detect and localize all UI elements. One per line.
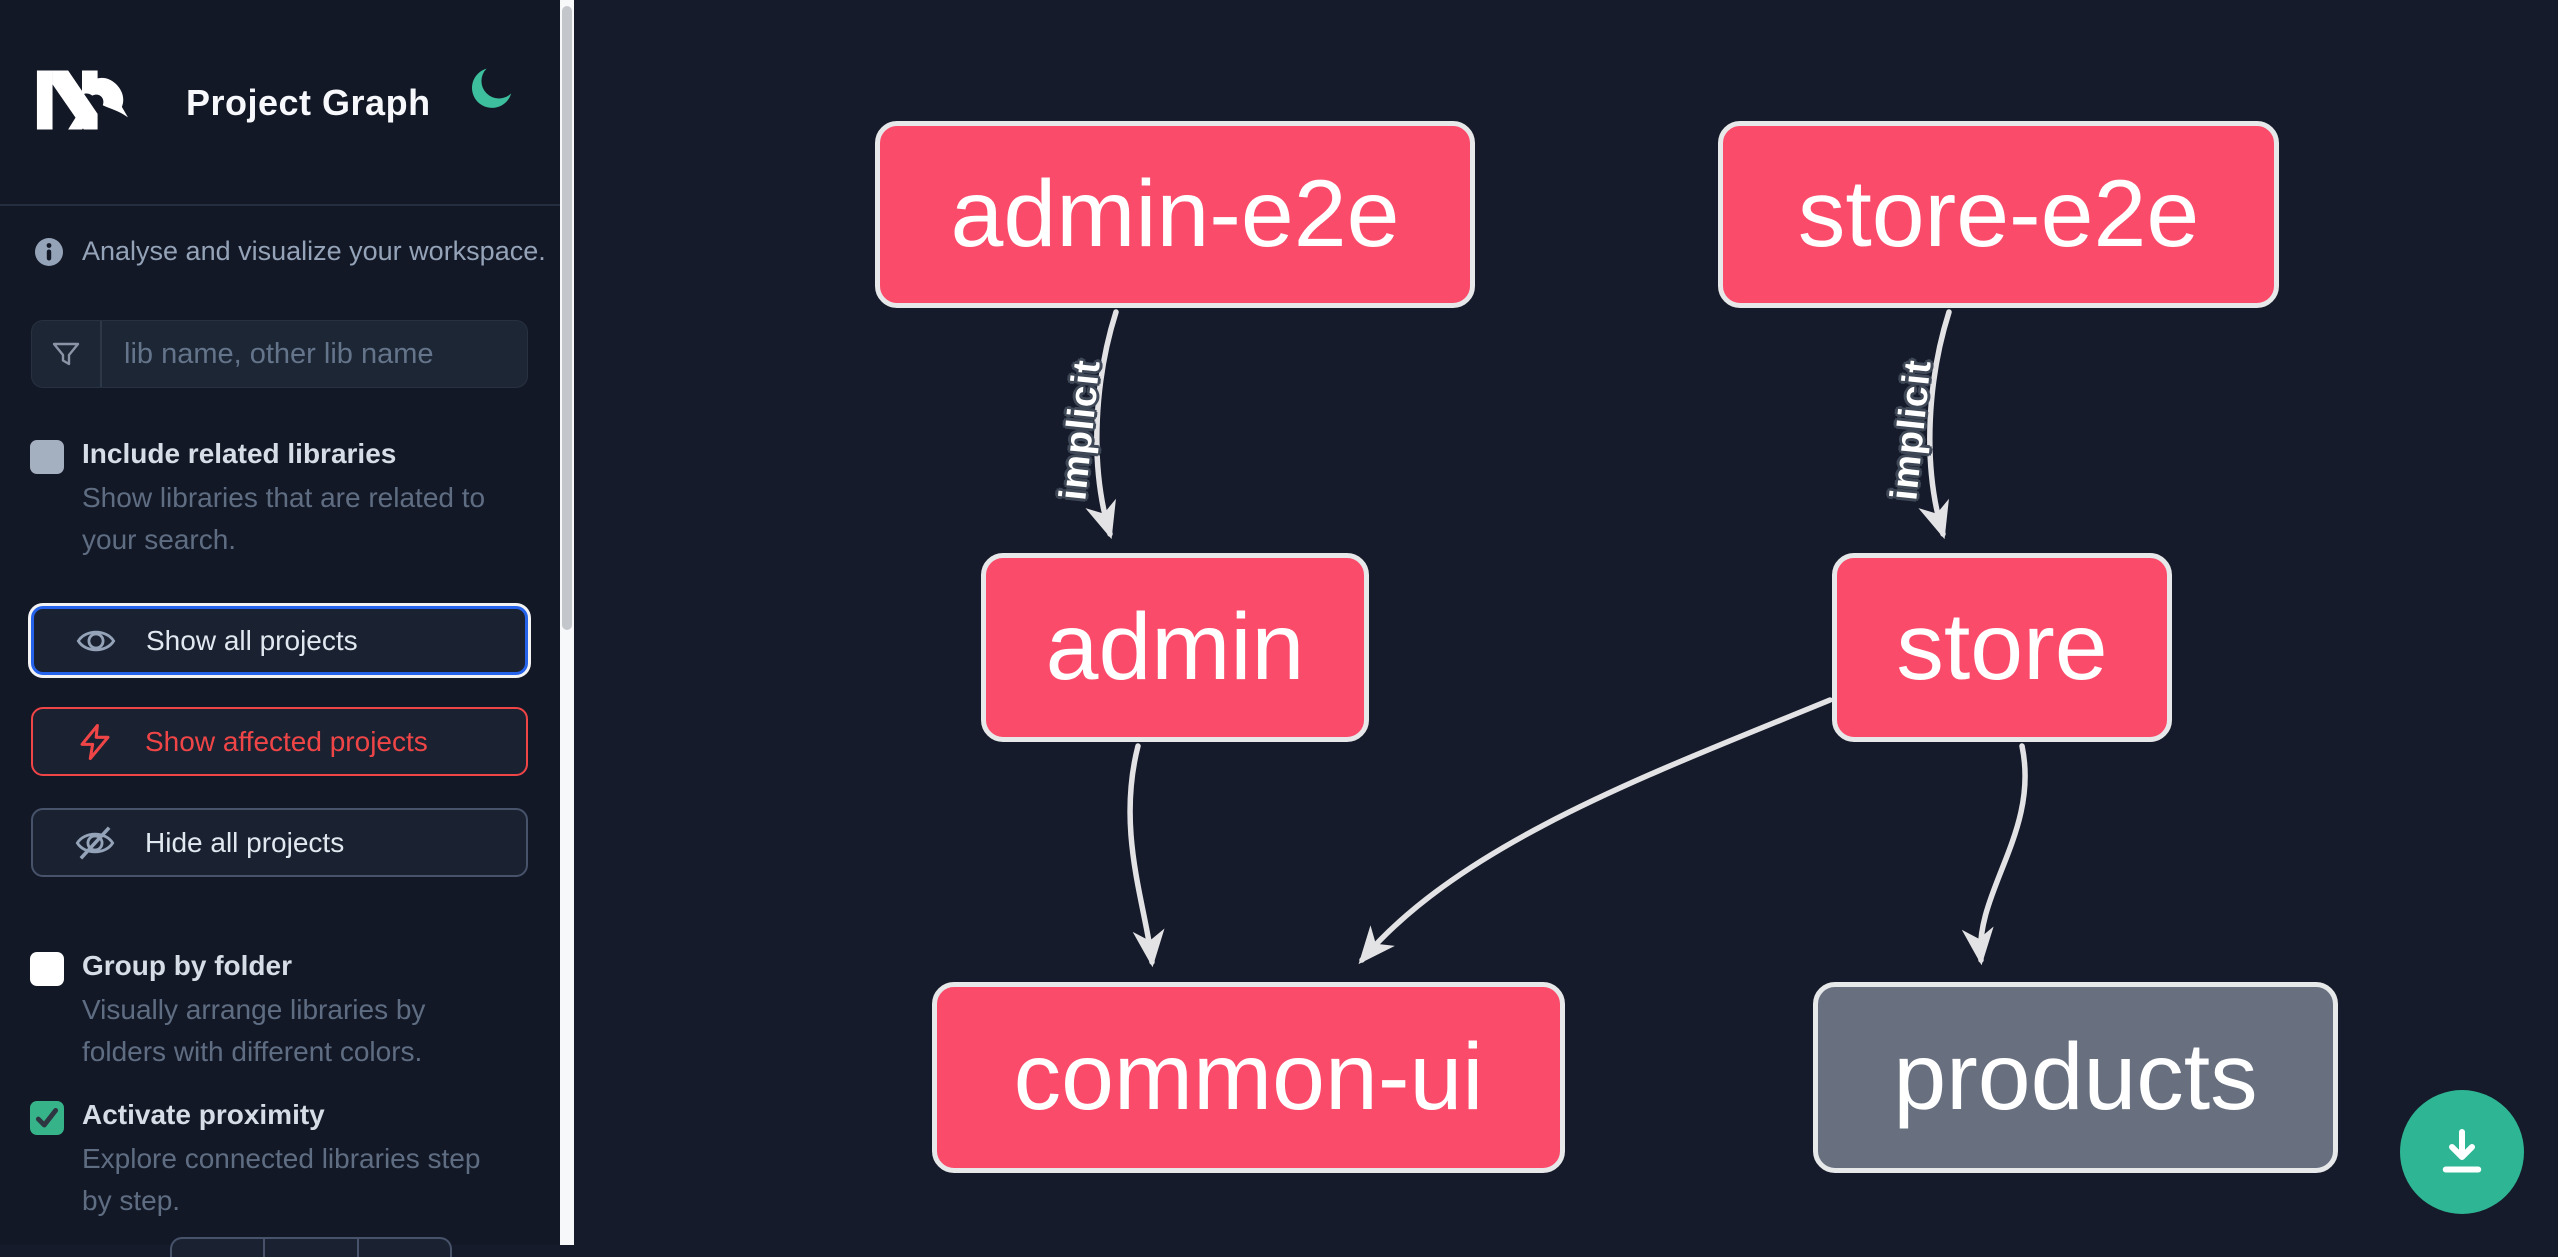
page-title: Project Graph — [186, 82, 431, 123]
node-common-ui[interactable]: common-ui — [932, 982, 1565, 1173]
show-all-projects-button[interactable]: Show all projects — [31, 606, 528, 675]
eye-icon — [76, 630, 116, 651]
toggle-label: Group by folder — [82, 950, 292, 981]
nx-logo — [36, 70, 128, 130]
toggle-desc-line: your search. — [82, 524, 237, 555]
button-label: Show all projects — [146, 624, 358, 656]
toggle-label: Include related libraries — [82, 438, 397, 469]
node-admin-e2e[interactable]: admin-e2e — [875, 121, 1475, 308]
search-input[interactable] — [102, 337, 527, 371]
tagline: Analyse and visualize your workspace. — [82, 236, 546, 266]
download-graph-button[interactable] — [2400, 1090, 2524, 1214]
proximity-stepper[interactable] — [170, 1237, 452, 1257]
toggle-desc-line: by step. — [82, 1185, 181, 1216]
search-box — [31, 320, 528, 388]
stepper-value — [265, 1239, 359, 1257]
node-store-e2e[interactable]: store-e2e — [1718, 121, 2279, 308]
toggle-desc-line: folders with different colors. — [82, 1036, 423, 1067]
show-affected-projects-button[interactable]: Show affected projects — [31, 707, 528, 776]
bolt-icon — [80, 723, 110, 760]
sidebar-scrollbar-thumb[interactable] — [562, 6, 572, 630]
stepper-increment[interactable] — [359, 1239, 450, 1257]
button-label: Show affected projects — [145, 725, 428, 757]
sidebar: Project Graph Analyse and visualize your… — [0, 0, 560, 1257]
checkbox-activate-proximity[interactable] — [30, 1101, 64, 1135]
node-admin[interactable]: admin — [981, 553, 1369, 742]
node-store[interactable]: store — [1832, 553, 2172, 742]
button-label: Hide all projects — [145, 826, 345, 858]
download-icon — [2442, 1129, 2482, 1173]
toggle-desc-line: Show libraries that are related to — [82, 482, 486, 513]
header-divider — [0, 204, 560, 206]
info-icon — [35, 237, 63, 266]
stepper-decrement[interactable] — [172, 1239, 266, 1257]
moon-icon[interactable] — [468, 64, 516, 112]
hide-all-projects-button[interactable]: Hide all projects — [31, 808, 528, 877]
toggle-desc-line: Explore connected libraries step — [82, 1143, 481, 1174]
sidebar-scrollbar-track — [560, 0, 574, 1245]
checkbox-include-related[interactable] — [30, 440, 64, 474]
check-icon — [35, 1107, 59, 1128]
eye-off-icon — [75, 826, 115, 859]
node-products[interactable]: products — [1813, 982, 2338, 1173]
checkbox-group-by-folder[interactable] — [30, 952, 64, 986]
toggle-desc-line: Visually arrange libraries by — [82, 994, 426, 1025]
toggle-label: Activate proximity — [82, 1099, 325, 1130]
funnel-icon — [32, 321, 102, 387]
